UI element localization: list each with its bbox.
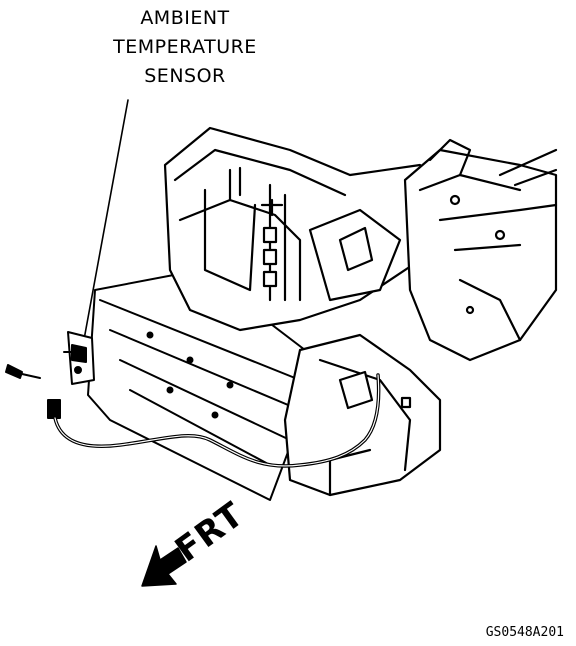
ambient-temperature-sensor — [63, 331, 95, 385]
callout-line-3: SENSOR — [144, 65, 226, 87]
harness-connector — [47, 399, 61, 419]
leader-line — [82, 99, 129, 346]
callout-line-1: AMBIENT — [140, 7, 230, 29]
sensor-callout-label: AMBIENT TEMPERATURE SENSOR — [100, 4, 270, 91]
callout-line-2: TEMPERATURE — [113, 36, 257, 58]
figure-id: GS0548A201 — [485, 625, 564, 640]
wiring-harness-inner — [54, 374, 380, 467]
upper-tie-bar — [163, 126, 472, 332]
fender-bracket-structure — [403, 138, 558, 362]
forward-arrow-icon — [141, 545, 187, 587]
mounting-screw-icon — [5, 364, 41, 379]
lower-bumper-bracket — [283, 333, 442, 497]
